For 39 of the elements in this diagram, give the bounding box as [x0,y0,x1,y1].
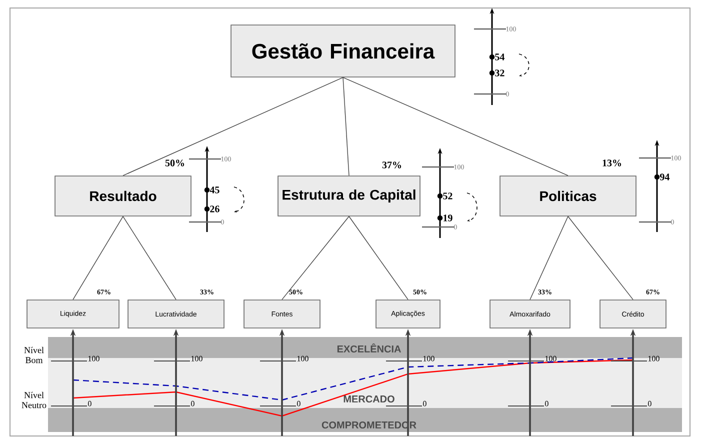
level-label: Nível Neutro [22,392,46,408]
tick-label: 100 [423,356,434,362]
percent-label: 37% [382,162,402,168]
tick-label: 100 [191,356,202,362]
tick-label: 0 [297,400,300,406]
band-label: EXCELÊNCIA [337,343,401,352]
tick-label: 0 [648,400,652,406]
tick-label: 100 [297,356,308,362]
tick-label: 100 [88,356,100,362]
band-label: MERCADO [344,395,394,403]
connector-line [282,216,350,300]
value-label: 54 [495,54,505,60]
connector-line [122,216,176,300]
percent-label: 13% [602,160,622,166]
connector-line [568,216,634,300]
tick-label: 0 [191,400,194,406]
box: Politicas [500,176,636,216]
tick-label: 100 [648,356,660,362]
connector-line [348,216,408,300]
tick-label: 0 [88,400,92,406]
connector-line [122,77,344,176]
connector-line [342,77,568,176]
connector-line [342,77,350,176]
value-label: 19 [444,214,452,222]
tick-label: 0 [423,400,426,406]
value-label: 32 [495,70,504,76]
level-label: Nível Bom [24,346,44,364]
tick-label: 100 [545,356,556,362]
value-label: 45 [210,186,220,194]
box: Resultado [54,176,192,216]
percent-label: 50% [165,160,184,166]
value-label: 26 [210,206,220,212]
value-label: 94 [660,174,670,180]
tick-label: 0 [545,400,548,406]
box: Gestão Financeira [230,24,456,78]
box: Estrutura de Capital [278,176,420,216]
value-label: 52 [443,192,452,200]
connector-line [530,216,568,300]
connector-line [72,216,124,300]
